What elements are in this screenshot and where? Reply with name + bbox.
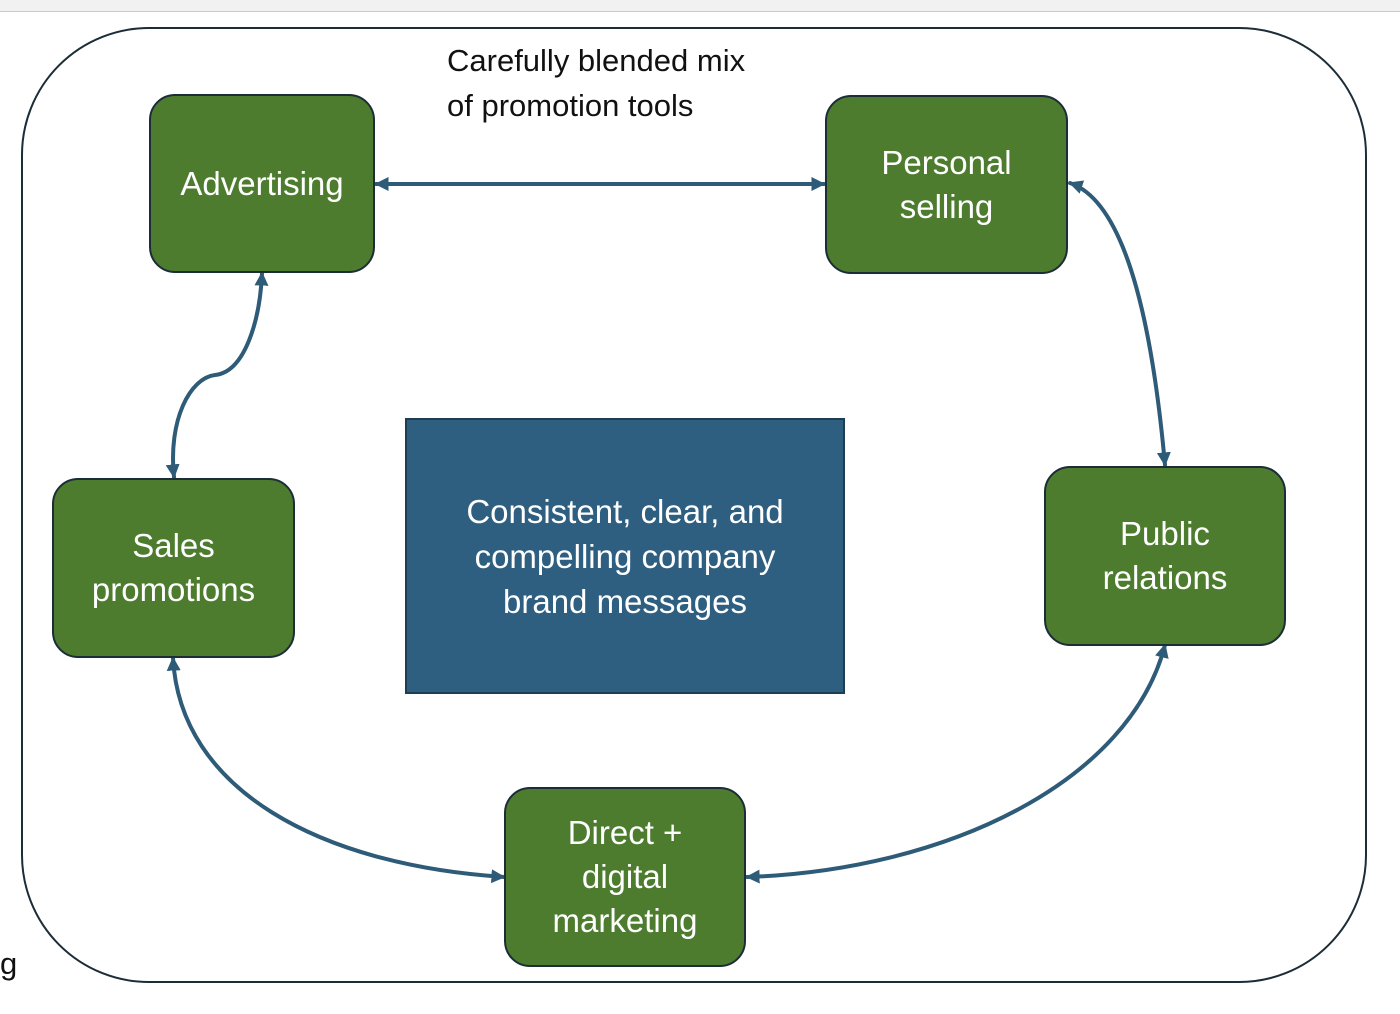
brand-messages-box: Consistent, clear, and compelling compan… [405, 418, 845, 694]
caption-line: of promotion tools [447, 88, 694, 123]
brand-messages-line: brand messages [503, 582, 747, 620]
personal-selling-label-line: Personal [881, 143, 1012, 181]
promotion-mix-caption: Carefully blended mix of promotion tools [447, 38, 745, 128]
sales-promotions-label-line: promotions [91, 571, 256, 608]
direct-digital-label-line: marketing [552, 902, 698, 939]
connector-sales-promotions-advertising [165, 271, 269, 479]
advertising-box: Advertising [149, 94, 375, 273]
direct-digital-marketing-box: Direct + digital marketing [504, 787, 746, 967]
advertising-label: Advertising [180, 164, 344, 202]
direct-digital-label-line: Direct + [567, 814, 683, 851]
brand-messages-line: Consistent, clear, and [466, 492, 784, 530]
window-top-bar [0, 0, 1400, 12]
brand-messages-line: compelling company [474, 537, 776, 575]
cropped-text-fragment: g [0, 946, 18, 981]
connector-direct-digital-sales-promotions [166, 656, 506, 884]
personal-selling-box: Personal selling [825, 95, 1068, 274]
sales-promotions-label-line: Sales [132, 527, 215, 564]
caption-line: Carefully blended mix [447, 43, 746, 78]
personal-selling-label-line: selling [899, 187, 994, 225]
public-relations-box: Public relations [1044, 466, 1286, 646]
sales-promotions-box: Sales promotions [52, 478, 295, 658]
public-relations-label-line: Public [1120, 515, 1210, 552]
outer-rounded-frame [21, 27, 1367, 983]
public-relations-label-line: relations [1102, 559, 1228, 596]
direct-digital-label-line: digital [581, 858, 669, 895]
connector-personal-selling-public-relations [1068, 180, 1171, 467]
connector-public-relations-direct-digital [745, 643, 1169, 884]
